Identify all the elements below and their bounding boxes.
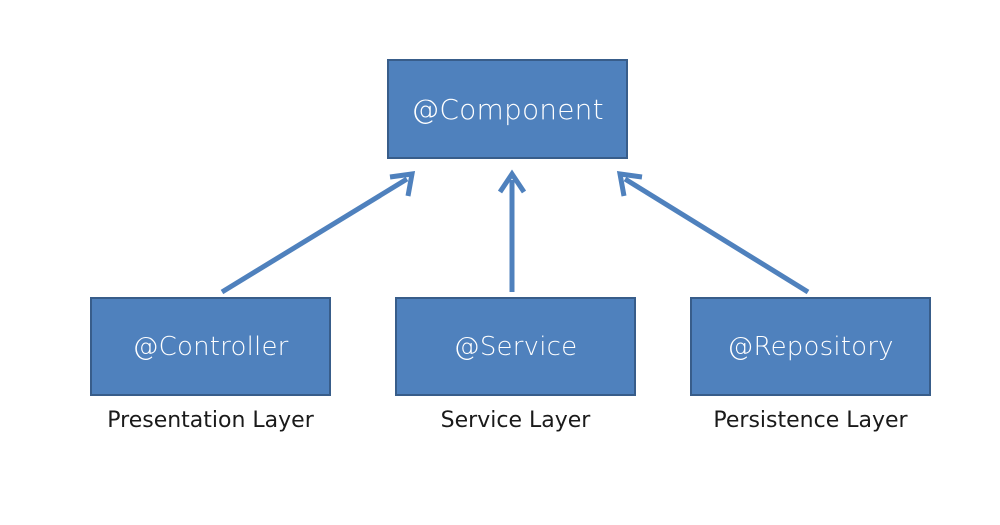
caption-service-layer: Service Layer bbox=[440, 408, 591, 433]
connector-service-to-component bbox=[497, 169, 527, 292]
arrowhead-middle bbox=[497, 169, 527, 194]
node-service[interactable]: @Service bbox=[395, 297, 636, 396]
connector-repository-to-component bbox=[616, 171, 810, 295]
node-controller[interactable]: @Controller bbox=[90, 297, 331, 396]
node-component[interactable]: @Component bbox=[387, 59, 628, 159]
caption-persistence-layer: Persistence Layer bbox=[713, 408, 908, 433]
caption-presentation-layer: Presentation Layer bbox=[107, 408, 314, 433]
node-component-label: @Component bbox=[411, 92, 604, 126]
node-service-label: @Service bbox=[453, 331, 578, 362]
arrowhead-left bbox=[389, 171, 416, 197]
node-repository[interactable]: @Repository bbox=[690, 297, 931, 396]
arrowhead-right bbox=[616, 171, 643, 197]
connector-controller-to-component bbox=[220, 171, 416, 295]
node-controller-label: @Controller bbox=[132, 331, 289, 362]
node-repository-label: @Repository bbox=[727, 331, 894, 362]
